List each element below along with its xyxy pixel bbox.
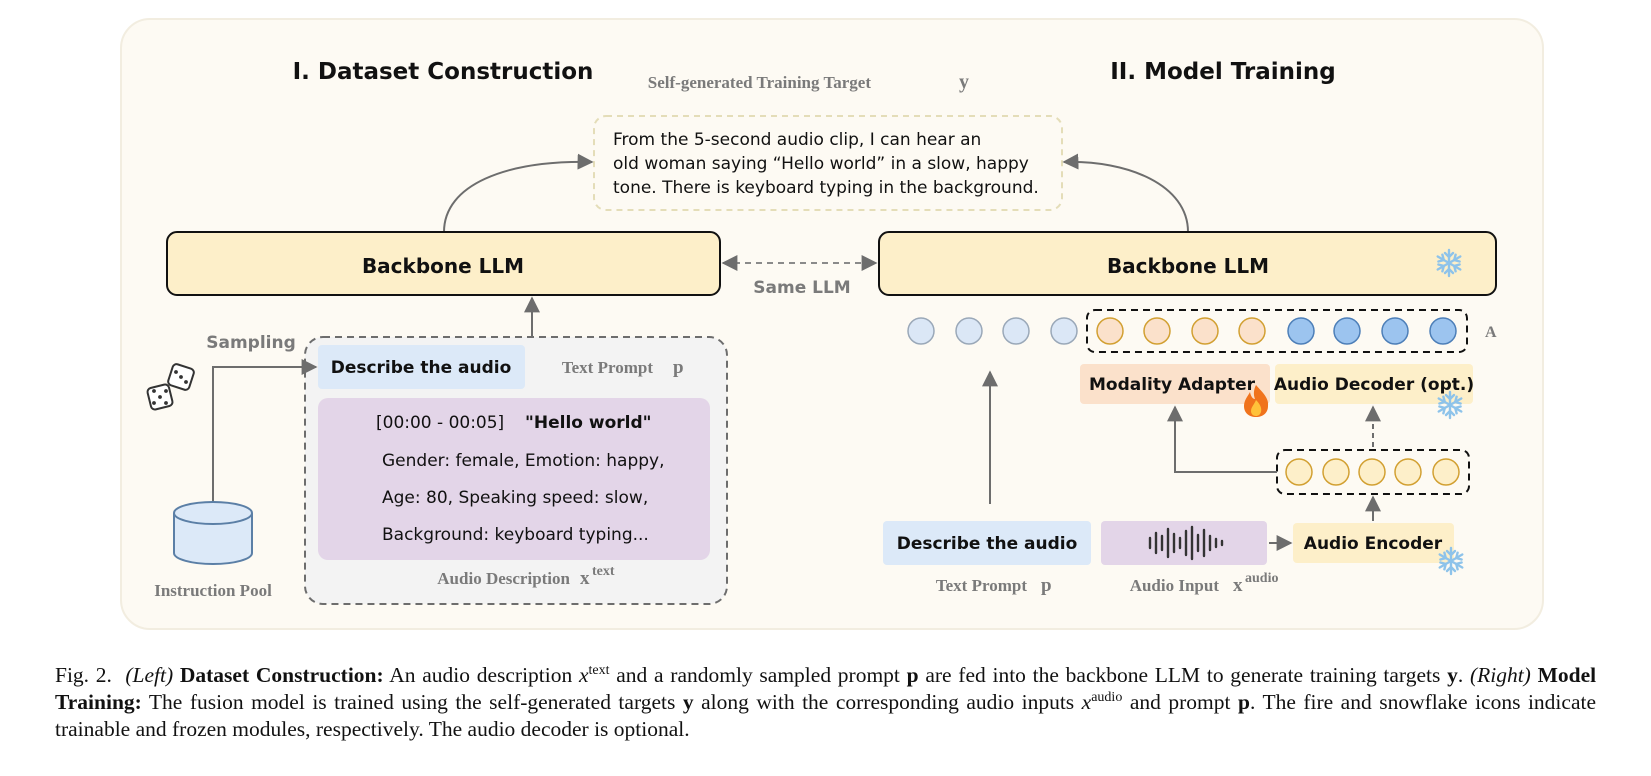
audio-description-box	[318, 398, 710, 560]
audio-decoder	[1275, 364, 1473, 404]
caption-math-x-2: x	[1081, 690, 1092, 714]
caption-math-p-2: p	[1237, 690, 1250, 714]
audio-input-box	[1101, 521, 1267, 565]
encoder-token	[1285, 458, 1313, 486]
caption-left-text-1: An audio description	[389, 663, 573, 687]
caption-right-heading: Model Training:	[55, 663, 1597, 714]
text-token	[955, 317, 983, 345]
audio-description-sup: text	[592, 564, 615, 579]
text-token	[1050, 317, 1078, 345]
database-icon	[173, 501, 253, 565]
caption-right-text-2: along with the corresponding audio input…	[701, 690, 1075, 714]
description-quote: "Hello world"	[525, 413, 652, 433]
caption-text-sup: text	[588, 662, 610, 678]
audio-output-token	[1381, 317, 1409, 345]
right-to-target-arrow	[1062, 153, 1189, 233]
adapter-token	[1096, 317, 1124, 345]
encoder-token	[1322, 458, 1350, 486]
caption-left-text-3: are fed into the backbone LLM to generat…	[925, 663, 1441, 687]
description-line-3: Background: keyboard typing...	[382, 525, 649, 545]
encoder-token-row	[1285, 458, 1460, 486]
adapter-token	[1143, 317, 1171, 345]
encoder-token	[1394, 458, 1422, 486]
audio-input-label: Audio Input	[1130, 576, 1220, 595]
left-text-prompt-label: Text Prompt	[562, 358, 653, 377]
left-text-prompt-symbol: p	[673, 357, 684, 378]
caption-final-text: The fire and snowflake icons indicate tr…	[55, 690, 1597, 741]
right-prompt-chip-text: Describe the audio	[897, 534, 1078, 554]
caption-left-tag: (Left)	[125, 663, 174, 687]
diagram-canvas: I. Dataset Construction II. Model Traini…	[146, 59, 1497, 605]
modality-adapter	[1080, 364, 1270, 404]
target-line-1: From the 5-second audio clip, I can hear…	[613, 130, 981, 150]
caption-right-tag: (Right)	[1469, 663, 1531, 687]
left-section-title: I. Dataset Construction	[293, 59, 594, 85]
training-target-box	[593, 115, 1063, 211]
same-llm-label: Same LLM	[753, 278, 850, 298]
audio-output-token	[1287, 317, 1315, 345]
adapter-tokens-group	[1086, 309, 1468, 353]
audio-output-token	[1429, 317, 1457, 345]
adapter-token	[1191, 317, 1219, 345]
training-target-symbol: y	[959, 71, 969, 93]
figure-caption: Fig. 2. (Left) Dataset Construction: An …	[55, 662, 1597, 741]
caption-math-y-2: y	[682, 690, 694, 714]
audio-input-symbol: x	[1233, 575, 1243, 596]
encoder-tokens-group	[1276, 449, 1470, 495]
right-backbone-label: Backbone LLM	[1107, 254, 1269, 278]
left-to-target-arrow	[443, 153, 594, 233]
audio-decoder-label: Audio Decoder (opt.)	[1274, 375, 1474, 395]
target-line-3: tone. There is keyboard typing in the ba…	[613, 178, 1039, 198]
description-time: [00:00 - 00:05]	[376, 413, 504, 433]
adapter-token	[1238, 317, 1266, 345]
caption-audio-sup: audio	[1091, 689, 1123, 705]
token-row	[907, 317, 1457, 345]
caption-fig-number: Fig. 2.	[55, 663, 112, 687]
encoder-to-adapter-arrow	[1167, 405, 1277, 473]
audio-output-token	[1333, 317, 1361, 345]
sampling-label: Sampling	[206, 333, 296, 353]
left-prompt-chip	[318, 345, 525, 389]
caption-left-heading: Dataset Construction:	[179, 663, 384, 687]
right-text-prompt-label: Text Prompt	[936, 576, 1027, 595]
left-prompt-chip-text: Describe the audio	[331, 358, 512, 378]
token-group-label: A	[1485, 324, 1497, 341]
audio-description-label: Audio Description	[437, 569, 570, 588]
audio-encoder-label: Audio Encoder	[1304, 534, 1443, 554]
dice-icon	[146, 363, 195, 411]
caption-right-text-1: The fusion model is trained using the se…	[148, 690, 676, 714]
audio-encoder	[1293, 523, 1454, 563]
modality-adapter-label: Modality Adapter	[1089, 375, 1256, 395]
caption-left-text-2: and a randomly sampled prompt	[616, 663, 900, 687]
encoder-token	[1358, 458, 1386, 486]
right-prompt-chip	[883, 521, 1091, 565]
instruction-pool-label: Instruction Pool	[154, 581, 272, 600]
right-backbone-llm	[878, 231, 1497, 296]
fire-icon	[1244, 385, 1269, 417]
caption-right-text-3: and prompt	[1129, 690, 1231, 714]
sampling-arrow	[212, 359, 318, 507]
caption-math-p: p	[906, 663, 919, 687]
right-text-prompt-symbol: p	[1041, 575, 1052, 596]
text-token	[907, 317, 935, 345]
encoder-token	[1432, 458, 1460, 486]
text-token	[1002, 317, 1030, 345]
description-line-2: Age: 80, Speaking speed: slow,	[382, 488, 648, 508]
caption-math-x: x	[578, 663, 589, 687]
right-section-title: II. Model Training	[1110, 59, 1336, 85]
waveform-icon	[1148, 525, 1224, 561]
caption-math-y: y	[1447, 663, 1458, 687]
target-line-2: old woman saying “Hello world” in a slow…	[613, 154, 1029, 174]
audio-description-symbol: x	[580, 568, 590, 589]
description-line-1: Gender: female, Emotion: happy,	[382, 451, 665, 471]
training-target-label: Self-generated Training Target	[648, 73, 872, 92]
audio-input-sup: audio	[1245, 571, 1278, 586]
left-backbone-label: Backbone LLM	[362, 254, 524, 278]
left-backbone-llm	[166, 231, 721, 296]
